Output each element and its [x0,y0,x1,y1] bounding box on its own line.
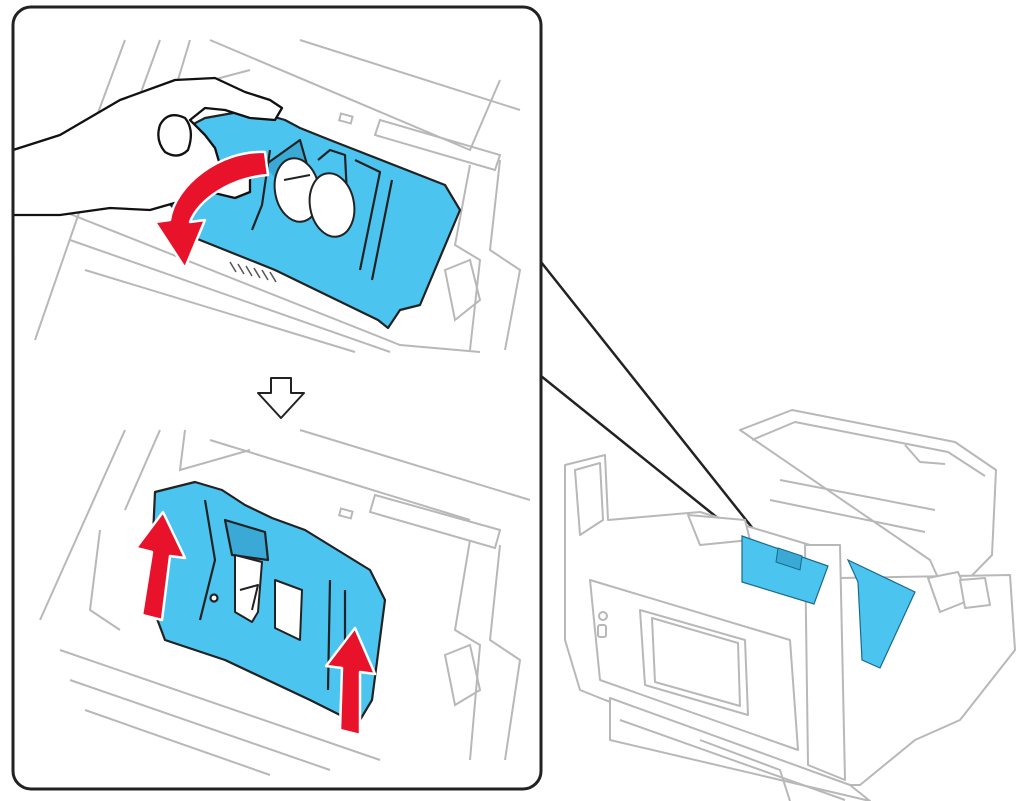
detail-panel-frame [11,5,543,791]
scanner-right-wall [804,544,846,781]
up-arrow-left [134,510,187,622]
callout-line-top [540,261,763,541]
step2-roller-slots [234,554,303,641]
step2-background [39,429,531,776]
step1-rollers [273,157,356,238]
down-arrow-icon [257,377,305,419]
scanner-display [639,609,749,716]
up-arrow-right [324,626,377,737]
step1-background [34,39,522,353]
scanner-lid-line-2 [769,499,926,533]
detail-panel-content [13,39,531,776]
scanner-lid [739,409,997,601]
scanner-button [598,611,608,621]
scanner-lid-edge [751,421,986,477]
curved-red-arrow [153,150,270,270]
step2-roller-cover [148,480,387,722]
scanner-lid-line [779,479,936,511]
document-scanner-icon [564,409,1016,801]
scanner-button-2 [597,624,607,638]
scanner-inner-blue [846,558,916,669]
